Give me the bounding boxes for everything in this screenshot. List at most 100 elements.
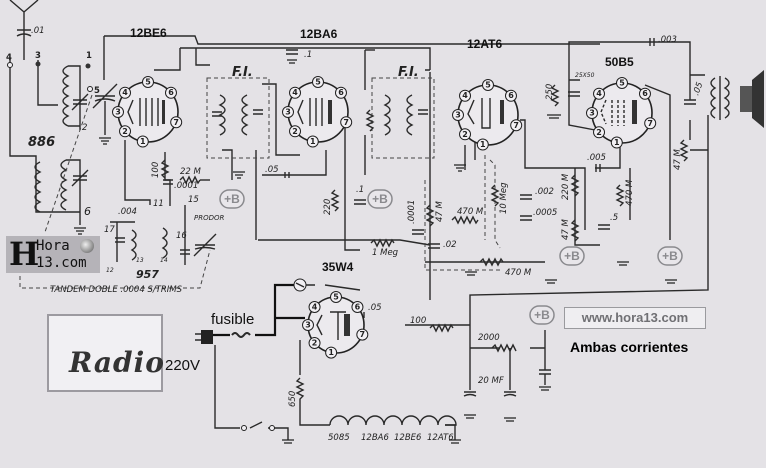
tube-pin [136,135,149,148]
resistors [160,84,689,420]
pin-number: 7 [360,330,366,339]
label-c1: .1 [356,185,364,195]
label-r100: 100 [151,162,161,178]
pin-number: 4 [312,303,318,312]
pin-number: 3 [285,108,291,117]
pin-number: 6 [338,88,344,97]
tube-pin [459,89,472,102]
label-c01: .1 [304,50,312,60]
label-c0005: .0005 [533,208,557,218]
heater-label: 5085 [328,433,350,443]
tube-pin [340,116,353,129]
b-plus-terminal: +B [559,246,585,266]
tube-pin [610,136,623,149]
label-r470m: 470 M [457,207,484,217]
pin-number: 7 [647,119,653,128]
tube-pin [351,301,364,314]
component-labels: .01 886 .1 .05 22 M 100 .0001 220 .1 .00… [28,26,705,407]
antenna-coil-icon [34,65,81,225]
pin-number: 1 [614,138,620,147]
terminal-label: 2 [82,123,87,133]
pin-number: 3 [589,109,595,118]
label-c005: .005 [587,153,606,163]
label-trim: PRODOR [194,214,224,222]
label-r220m: 220 M [561,173,571,200]
pin-number: 5 [315,78,321,87]
ground-symbols [74,59,677,444]
globe-icon [80,239,94,253]
label-c25x50: 25X50 [575,72,595,79]
label-r470m-b: 470 M [625,179,635,206]
svg-text:+B: +B [564,249,580,263]
mains-plug-icon [195,330,213,344]
terminal [85,63,91,69]
label-coil: 886 [28,135,55,150]
terminal-label: 5 [94,86,100,96]
label-c05: .05 [265,165,279,175]
tube-pin [112,106,124,118]
label-c0001b: .0001 [407,200,417,224]
output-transformer-icon [710,76,730,120]
heater-label: 12BE6 [394,433,422,443]
tube-pin [302,319,314,331]
tube-pin [459,128,472,141]
svg-text:+B: +B [224,192,240,206]
pin-number: 6 [642,89,648,98]
b-plus-terminal: +B [367,189,393,209]
terminal-label: 15 [188,195,199,205]
label-c004: .004 [118,207,137,217]
tube-pin [308,336,321,349]
tube-pin [616,77,628,89]
logo-text: Hora [36,238,70,254]
if-transformer-2 [371,77,435,159]
terminal [7,62,13,68]
terminal [35,61,41,67]
terminal-label: 3 [35,51,41,61]
variable-capacitor-icon [44,83,118,233]
label-c5: .5 [610,213,618,223]
label-fuse: fusible [211,311,254,328]
pin-number: 5 [145,78,151,87]
tube-pin [325,346,338,359]
terminal-label: 6 [84,205,91,218]
tube-pin [586,107,598,119]
label-r10meg: 10 Meg [499,182,509,214]
tube-pin [476,138,489,151]
logo-letter-h: H [9,235,40,273]
pin-number: 1 [480,140,486,149]
terminal-label: 16 [176,231,187,241]
caption: Ambas corrientes [570,339,689,355]
svg-text:+B: +B [662,249,678,263]
pin-number: 7 [173,118,179,127]
label-osc: 957 [136,268,159,281]
heater-label: 12AT6 [427,433,454,443]
label-r47m-b: 47 M [561,218,571,240]
antenna-icon [9,0,39,60]
tube-pin [142,76,154,88]
label-r650: 650 [288,391,298,407]
label-mains: 220V [165,357,200,374]
pin-number: 5 [619,79,625,88]
tube-label: 12AT6 [467,37,502,51]
tube-pin [638,87,651,100]
tube-pin [593,126,606,139]
if-transformer-1 [206,77,270,159]
pin-number: 6 [168,88,174,97]
speaker-icon [740,70,764,128]
terminal-label: 4 [6,53,12,63]
terminal-label: 13 [136,257,144,264]
pin-number: 1 [140,137,146,146]
pin-number: 2 [292,127,298,136]
power-switch-icon [241,425,275,431]
tube-pin [119,125,132,138]
pin-number: 5 [485,81,491,90]
label-c003: .003 [658,35,677,45]
terminal-label: 17 [104,225,115,235]
tube-pin [330,291,342,303]
label-c20mf: 20 MF [478,376,504,386]
terminal-label: 11 [153,199,164,209]
label-r250: 250 [545,84,555,100]
